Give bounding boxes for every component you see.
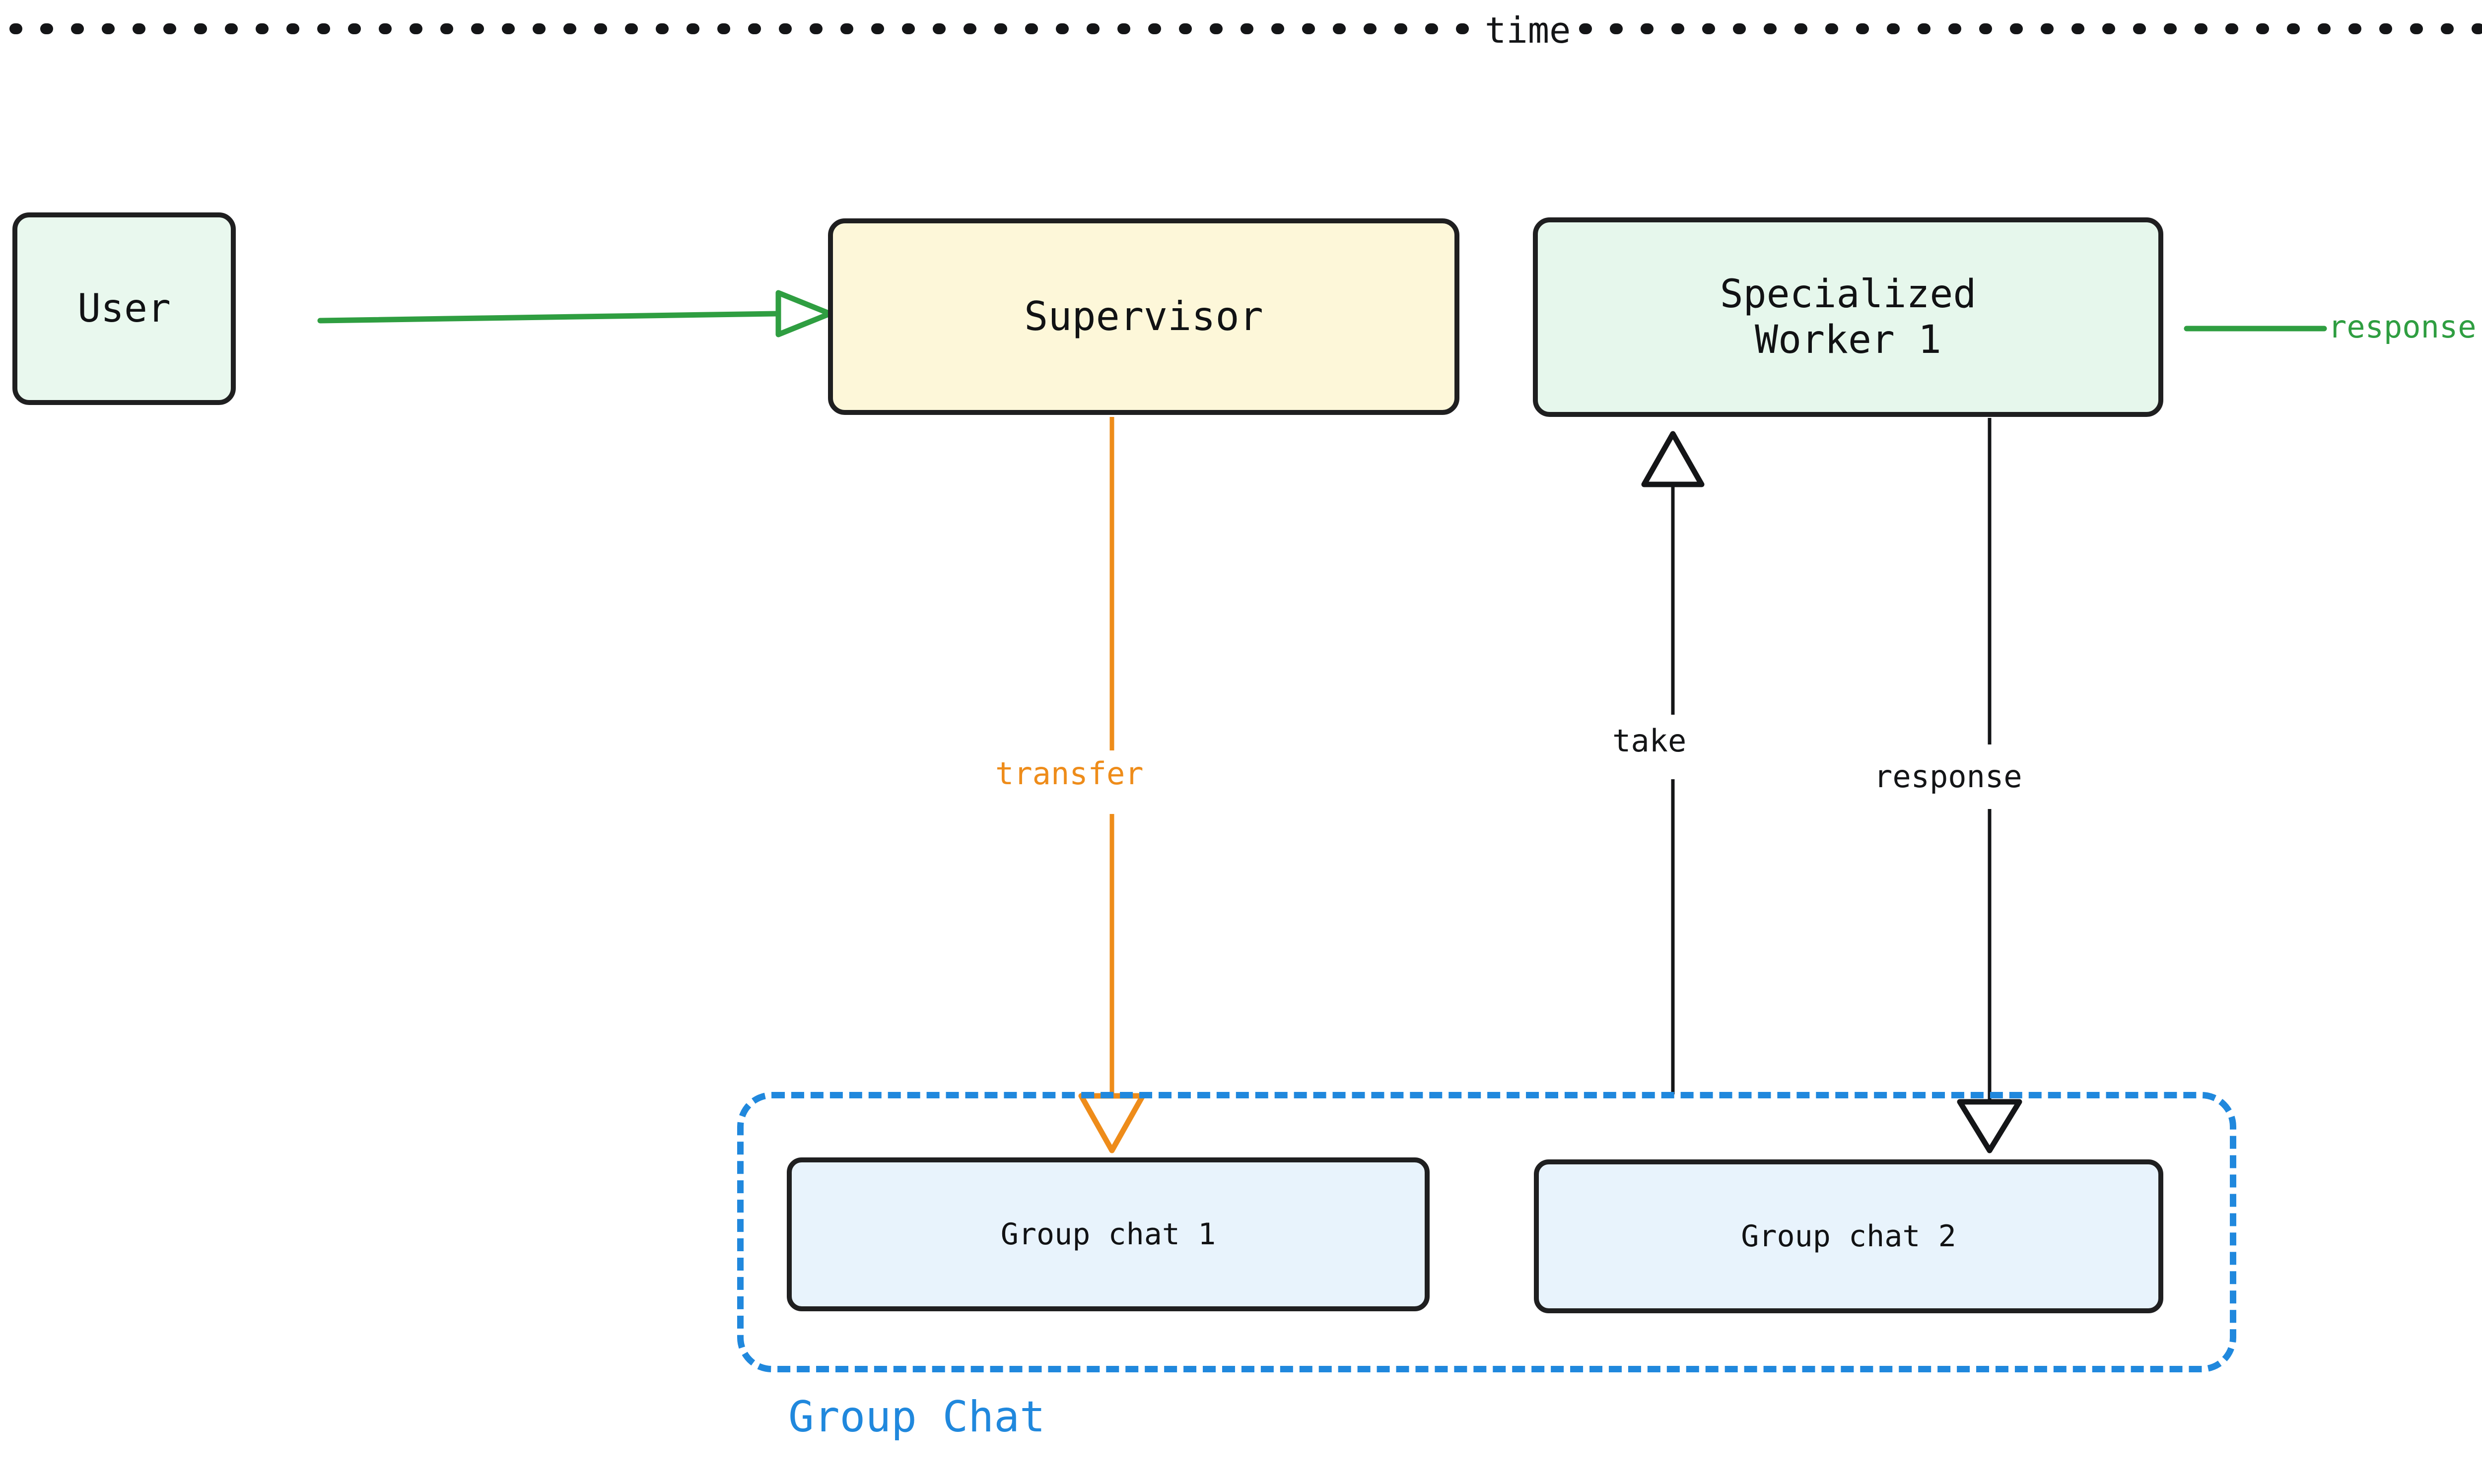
node-label: Specialized Worker 1 bbox=[1720, 271, 1977, 362]
edge-groupchat1-to-worker bbox=[1641, 431, 1705, 1094]
node-label: Supervisor bbox=[1024, 293, 1263, 339]
edge-worker-to-user bbox=[2184, 326, 2327, 332]
node-group-chat-2[interactable]: Group chat 2 bbox=[1534, 1159, 2163, 1313]
group-chat-caption: Group Chat bbox=[788, 1392, 1045, 1442]
arrowhead-icon bbox=[1641, 431, 1705, 487]
node-group-chat-1[interactable]: Group chat 1 bbox=[787, 1157, 1430, 1311]
edge-label-take: take bbox=[1612, 723, 1687, 759]
node-specialized-worker-1[interactable]: Specialized Worker 1 bbox=[1533, 217, 2163, 417]
edge-label-response-worker-user: response bbox=[2328, 309, 2477, 345]
timeline-axis bbox=[9, 23, 2482, 34]
node-user-left[interactable]: User bbox=[12, 212, 236, 405]
node-label: Group chat 2 bbox=[1741, 1218, 1956, 1254]
edge-user-to-supervisor bbox=[317, 290, 833, 337]
node-label: Group chat 1 bbox=[1000, 1216, 1216, 1252]
edge-label-response-worker-groupchat2: response bbox=[1874, 758, 2022, 795]
edge-line bbox=[317, 311, 780, 324]
edge-label-transfer: transfer bbox=[995, 755, 1144, 792]
arrowhead-icon bbox=[775, 290, 833, 337]
arrowhead-icon bbox=[1957, 1099, 2022, 1153]
node-supervisor[interactable]: Supervisor bbox=[828, 218, 1459, 415]
node-label: User bbox=[77, 286, 171, 331]
edge-worker-to-groupchat2 bbox=[1957, 418, 2022, 1153]
timeline-label: time bbox=[1478, 12, 1578, 48]
group-chat-container bbox=[737, 1092, 2236, 1372]
